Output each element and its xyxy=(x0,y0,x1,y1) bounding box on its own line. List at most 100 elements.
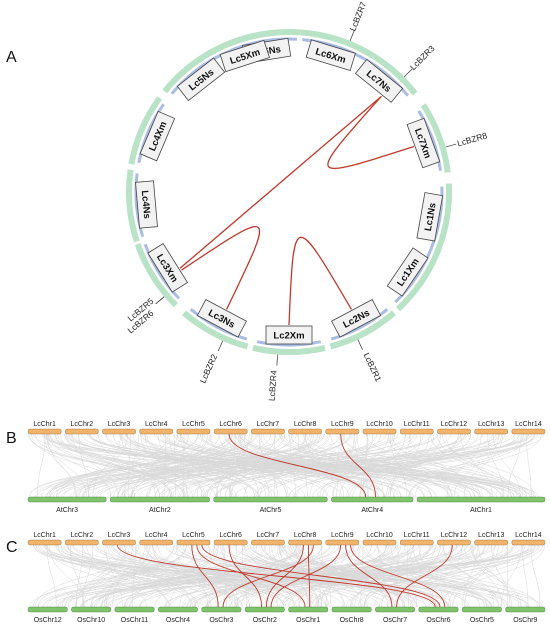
chromosome-label: Lc4Ns xyxy=(139,190,152,219)
synteny-link xyxy=(265,544,304,608)
bottom-chromosome-label: AtChr5 xyxy=(260,507,282,514)
bottom-chromosome-OsChr8 xyxy=(331,606,372,613)
synteny-link xyxy=(340,433,376,498)
bottom-chromosome-AtChr4 xyxy=(331,496,414,503)
background-link xyxy=(507,433,522,498)
background-link xyxy=(121,433,181,498)
top-chromosome-label: LcChr3 xyxy=(108,421,131,428)
background-link xyxy=(209,433,267,498)
chromosome-box xyxy=(219,39,270,73)
gene-label-LcBZR1: LcBZR1 xyxy=(362,351,384,383)
background-link xyxy=(386,433,430,498)
background-link xyxy=(55,544,240,608)
circos-link xyxy=(179,95,382,269)
density-arc-Lc5Xm xyxy=(211,38,274,61)
chromosome-Lc2Xm: Lc2Xm xyxy=(265,325,313,345)
background-link xyxy=(154,544,297,608)
background-link xyxy=(223,544,238,608)
top-chromosome-LcChr13 xyxy=(474,428,508,435)
background-link xyxy=(387,433,452,498)
background-link xyxy=(437,433,517,498)
synteny-link xyxy=(350,544,446,608)
top-chromosome-LcChr5 xyxy=(176,539,211,546)
background-link xyxy=(144,544,271,608)
background-link xyxy=(112,544,133,608)
background-synteny xyxy=(29,544,545,608)
chromosome-box xyxy=(147,242,189,293)
background-link xyxy=(157,433,203,498)
background-link xyxy=(463,544,520,608)
background-link xyxy=(124,433,139,498)
bottom-chromosome-label: OsChr6 xyxy=(426,617,450,624)
bottom-chromosome-OsChr5 xyxy=(461,606,502,613)
top-chromosome-LcChr11 xyxy=(399,428,434,435)
background-link xyxy=(154,433,293,498)
background-link xyxy=(377,544,488,608)
bottom-chromosome-OsChr4 xyxy=(158,606,198,613)
background-link xyxy=(103,544,168,608)
background-link xyxy=(144,433,255,498)
top-chromosome-label: LcChr2 xyxy=(71,421,94,428)
background-link xyxy=(295,544,328,608)
outer-ring-Lc1Xm xyxy=(396,248,442,312)
gene-leader xyxy=(404,68,413,77)
background-link xyxy=(50,433,438,498)
background-link xyxy=(49,433,234,498)
background-link xyxy=(375,433,459,498)
synteny-link xyxy=(345,544,393,608)
background-link xyxy=(349,433,463,498)
top-chromosome-label: LcChr14 xyxy=(515,532,542,539)
synteny-link xyxy=(228,544,263,608)
background-link xyxy=(49,544,85,608)
density-arc-Lc3Xm xyxy=(143,243,180,300)
background-link xyxy=(322,433,479,498)
outer-ring-Lc3Xm xyxy=(134,243,179,308)
density-arc-Lc1Ns xyxy=(429,186,444,250)
bottom-chromosome-label: AtChr2 xyxy=(149,507,171,514)
background-link xyxy=(408,433,476,498)
top-chromosome-LcChr2 xyxy=(65,428,99,435)
top-chromosome-LcChr6 xyxy=(213,539,248,546)
background-link xyxy=(46,544,57,608)
background-link xyxy=(46,544,285,608)
background-link xyxy=(293,433,535,498)
gene-label-LcBZR8: LcBZR8 xyxy=(456,130,489,148)
top-chromosome-LcChr6 xyxy=(213,428,248,435)
background-link xyxy=(36,433,394,498)
background-link xyxy=(164,433,166,498)
chromosome-box xyxy=(305,39,356,72)
background-link xyxy=(309,433,358,498)
gene-label-LcBZR7: LcBZR7 xyxy=(348,0,369,32)
background-link xyxy=(339,433,395,498)
chromosome-box xyxy=(135,180,158,229)
background-link xyxy=(321,544,332,608)
density-arc-Lc1Xm xyxy=(394,248,433,304)
bottom-chromosome-label: OsChr1 xyxy=(296,617,320,624)
background-link xyxy=(220,544,278,608)
background-link xyxy=(55,433,237,498)
top-chromosome-label: LcChr13 xyxy=(478,532,505,539)
background-link xyxy=(410,544,535,608)
background-link xyxy=(92,433,121,498)
density-arc-Lc7Xm xyxy=(417,110,442,171)
bottom-chromosome-OsChr7 xyxy=(375,606,415,613)
background-link xyxy=(193,544,458,608)
bottom-chromosome-label: OsChr11 xyxy=(121,617,149,624)
outer-ring-Lc4Ns xyxy=(126,169,140,243)
background-link xyxy=(109,433,396,498)
background-link xyxy=(46,433,112,498)
circos-link xyxy=(288,236,353,326)
circos-link xyxy=(327,95,415,170)
background-link xyxy=(463,433,503,498)
background-link xyxy=(101,544,146,608)
background-link xyxy=(130,433,325,498)
chromosome-box xyxy=(331,299,382,338)
background-link xyxy=(472,544,503,608)
background-link xyxy=(357,544,504,608)
synteny-link xyxy=(222,544,314,608)
synteny-link xyxy=(201,544,441,608)
density-arc-Lc2Ns xyxy=(330,308,389,341)
density-arc-Lc3Ns xyxy=(189,308,248,341)
